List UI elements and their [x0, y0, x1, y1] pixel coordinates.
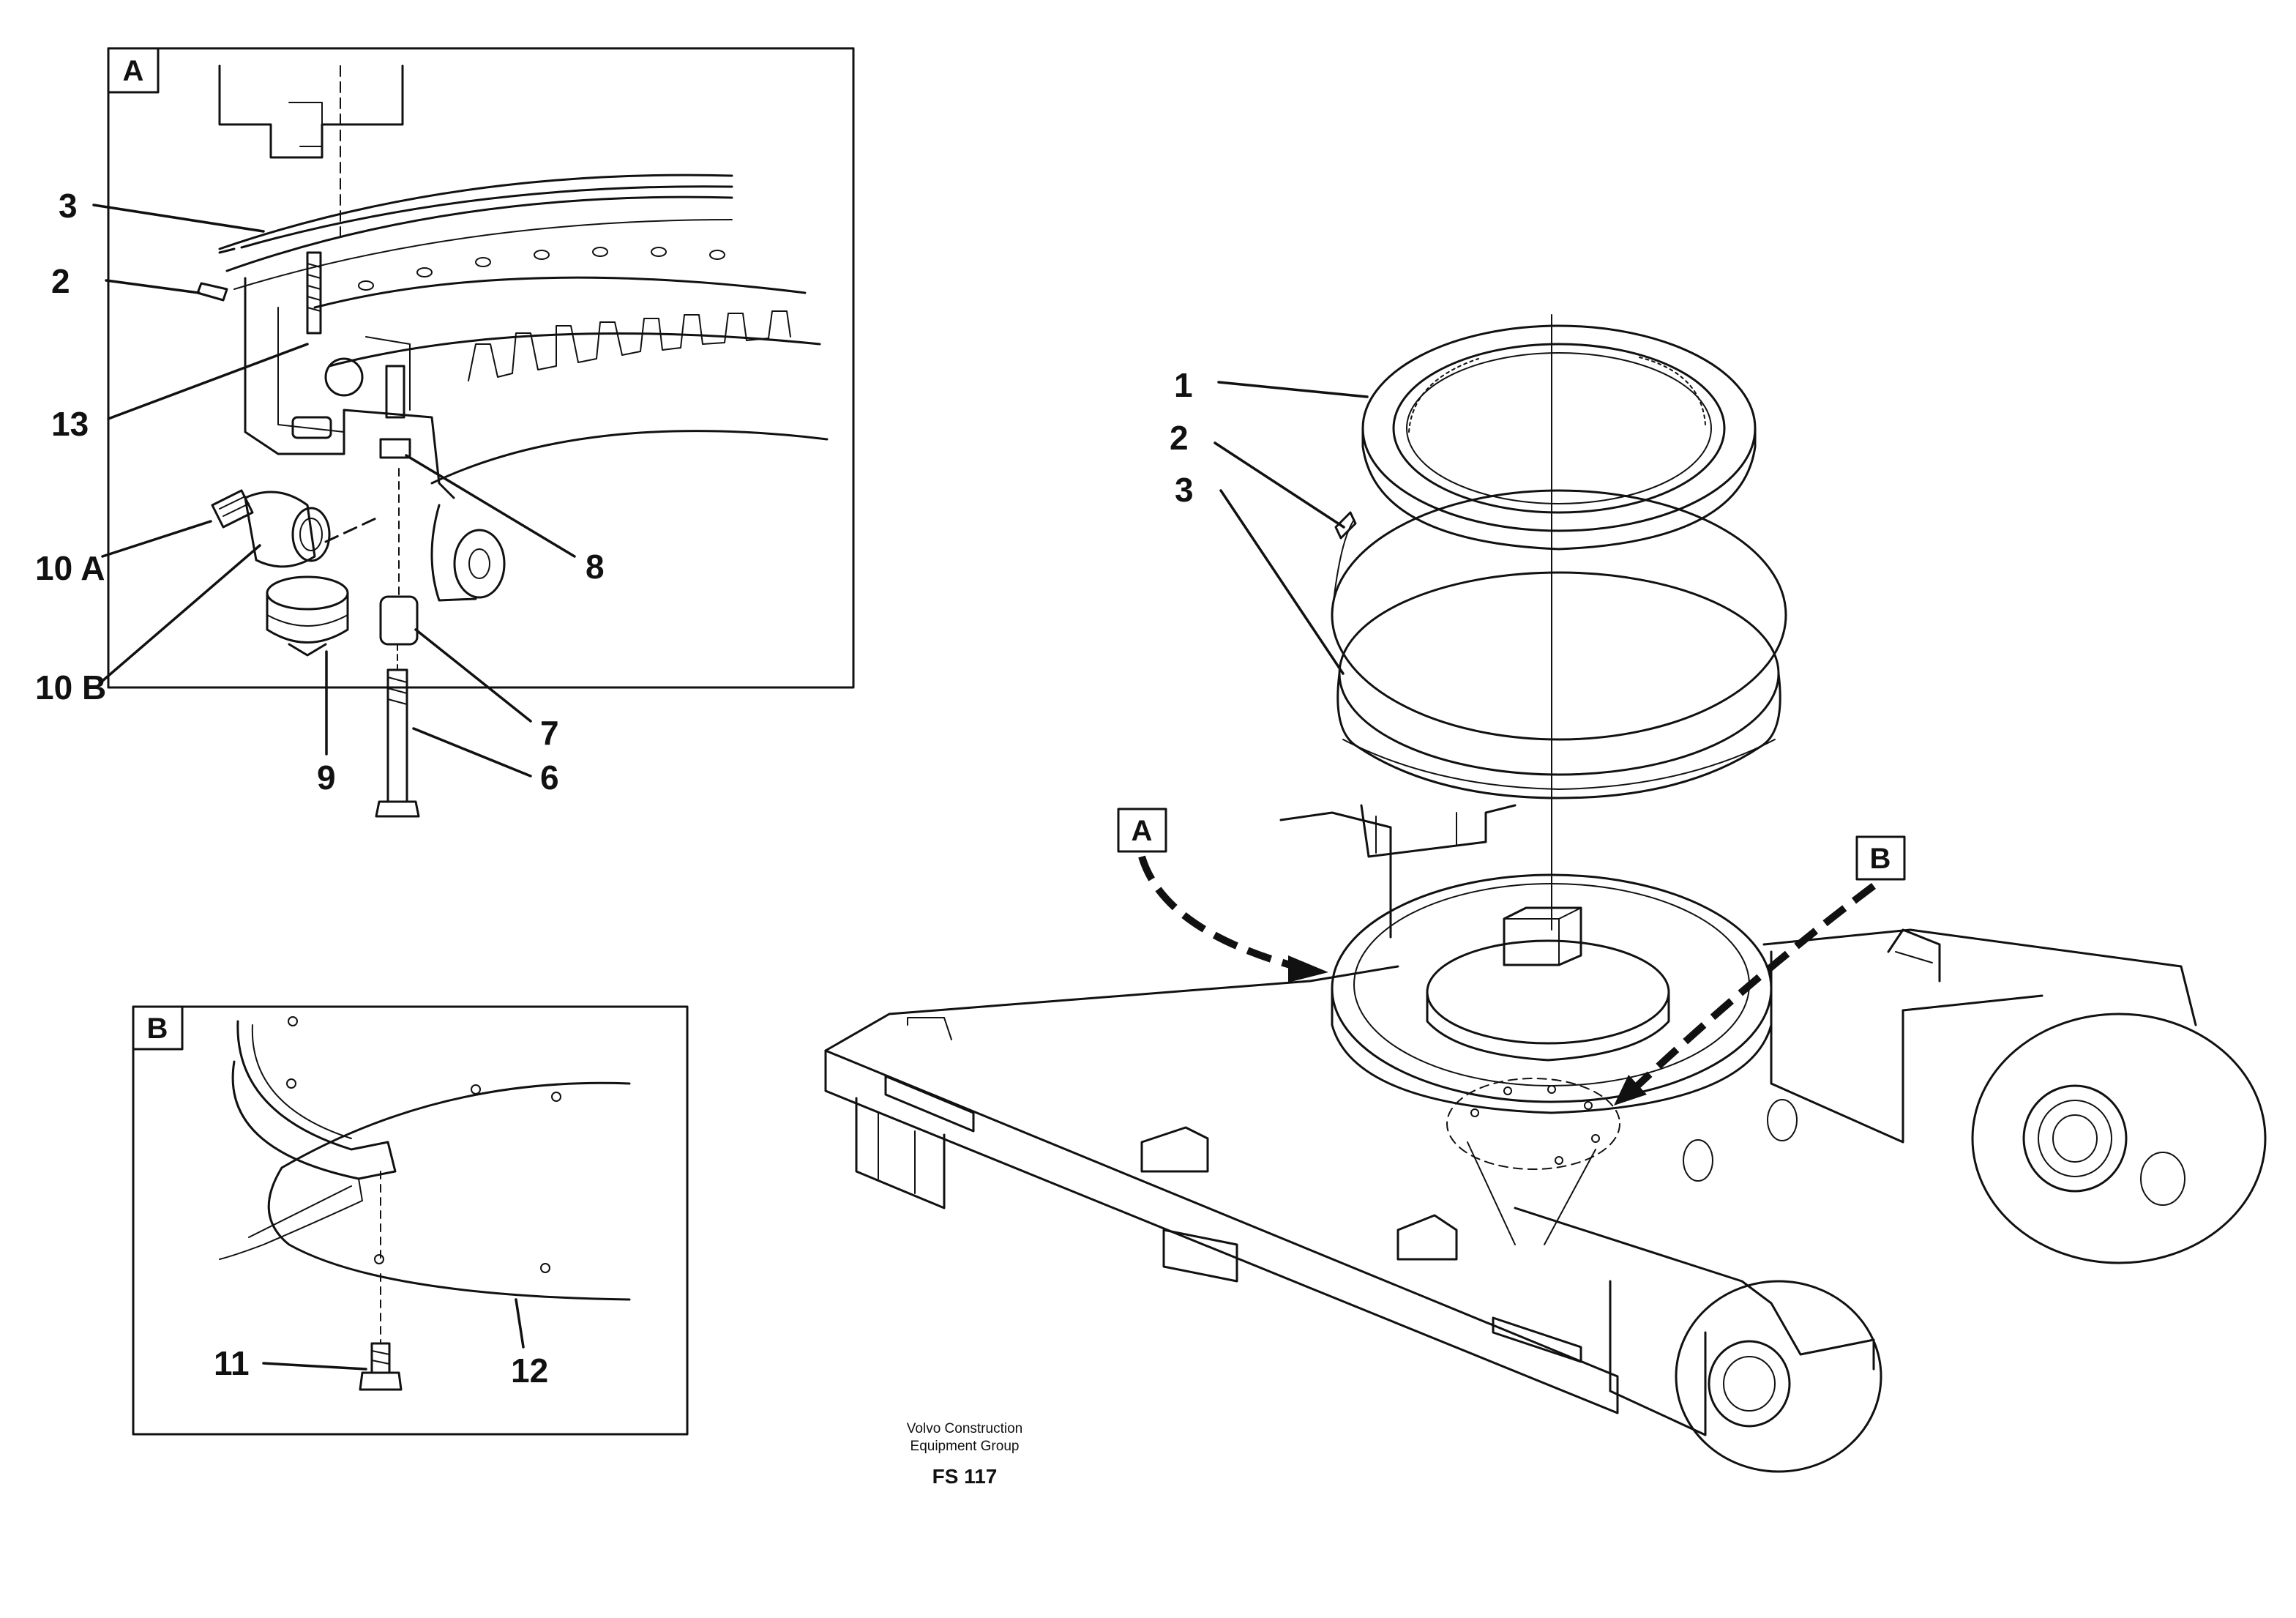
- view-a-arrow: [1138, 855, 1297, 970]
- main-callouts: 1 2 3: [1170, 366, 1369, 675]
- cap-9: [266, 575, 349, 657]
- detail-b-label-box: [132, 1005, 184, 1051]
- seal-ring-2: [1331, 489, 1787, 741]
- callout-a-9: 9: [317, 758, 336, 797]
- callout-a-7: 7: [540, 714, 559, 752]
- callout-a-3: 3: [59, 187, 78, 225]
- plug-assembly: [211, 489, 382, 568]
- callout-a-2: 2: [51, 262, 70, 300]
- detail-a-label-box: [107, 47, 160, 94]
- view-flag-a: A: [1117, 808, 1328, 983]
- view-flag-a-label: A: [1132, 815, 1153, 847]
- spacer-7: [379, 595, 419, 646]
- detail-b-indicator: [1446, 1078, 1620, 1170]
- callout-a-6: 6: [540, 758, 559, 797]
- seal-3: [1336, 571, 1781, 799]
- view-flag-b: B: [1614, 835, 1906, 1106]
- callout-a-10b: 10 B: [35, 668, 106, 707]
- detail-b-label: B: [147, 1013, 168, 1045]
- cover-plate-12: [267, 1081, 631, 1301]
- callout-b-12: 12: [511, 1352, 548, 1390]
- callout-a-8: 8: [586, 548, 605, 586]
- detail-a-frame: [107, 47, 855, 689]
- callout-main-1: 1: [1174, 366, 1193, 404]
- detail-b-frame: [132, 1005, 689, 1436]
- bolt-6: [375, 644, 420, 818]
- view-b-arrow: [1633, 883, 1877, 1090]
- callout-a-13: 13: [51, 405, 89, 443]
- publisher-line-1: Volvo Construction: [907, 1421, 1022, 1436]
- callout-main-3: 3: [1175, 471, 1194, 509]
- ring-bolt-holes: [358, 247, 725, 291]
- detail-b-callouts: 11 12: [214, 1298, 548, 1390]
- callout-a-10a: 10 A: [35, 549, 105, 587]
- callout-main-2: 2: [1170, 419, 1189, 457]
- detail-a: A: [107, 47, 855, 818]
- main-view: 1 2 3 A B: [824, 314, 2267, 1473]
- figure-number: FS 117: [932, 1465, 998, 1488]
- publisher-line-2: Equipment Group: [910, 1439, 1020, 1454]
- view-flag-b-label: B: [1870, 843, 1891, 875]
- bolt-11: [359, 1342, 403, 1391]
- figure-credit: Volvo Construction Equipment Group FS 11…: [907, 1421, 1022, 1488]
- detail-a-label: A: [123, 55, 144, 87]
- detail-b: B: [132, 1005, 689, 1436]
- callout-b-11: 11: [214, 1344, 250, 1382]
- slewing-bearing-1: [1361, 324, 1757, 551]
- detail-a-callouts: 3 2 13 10 A 10 B 9 6 7 8: [35, 187, 605, 797]
- undercarriage-frame: [824, 804, 2267, 1473]
